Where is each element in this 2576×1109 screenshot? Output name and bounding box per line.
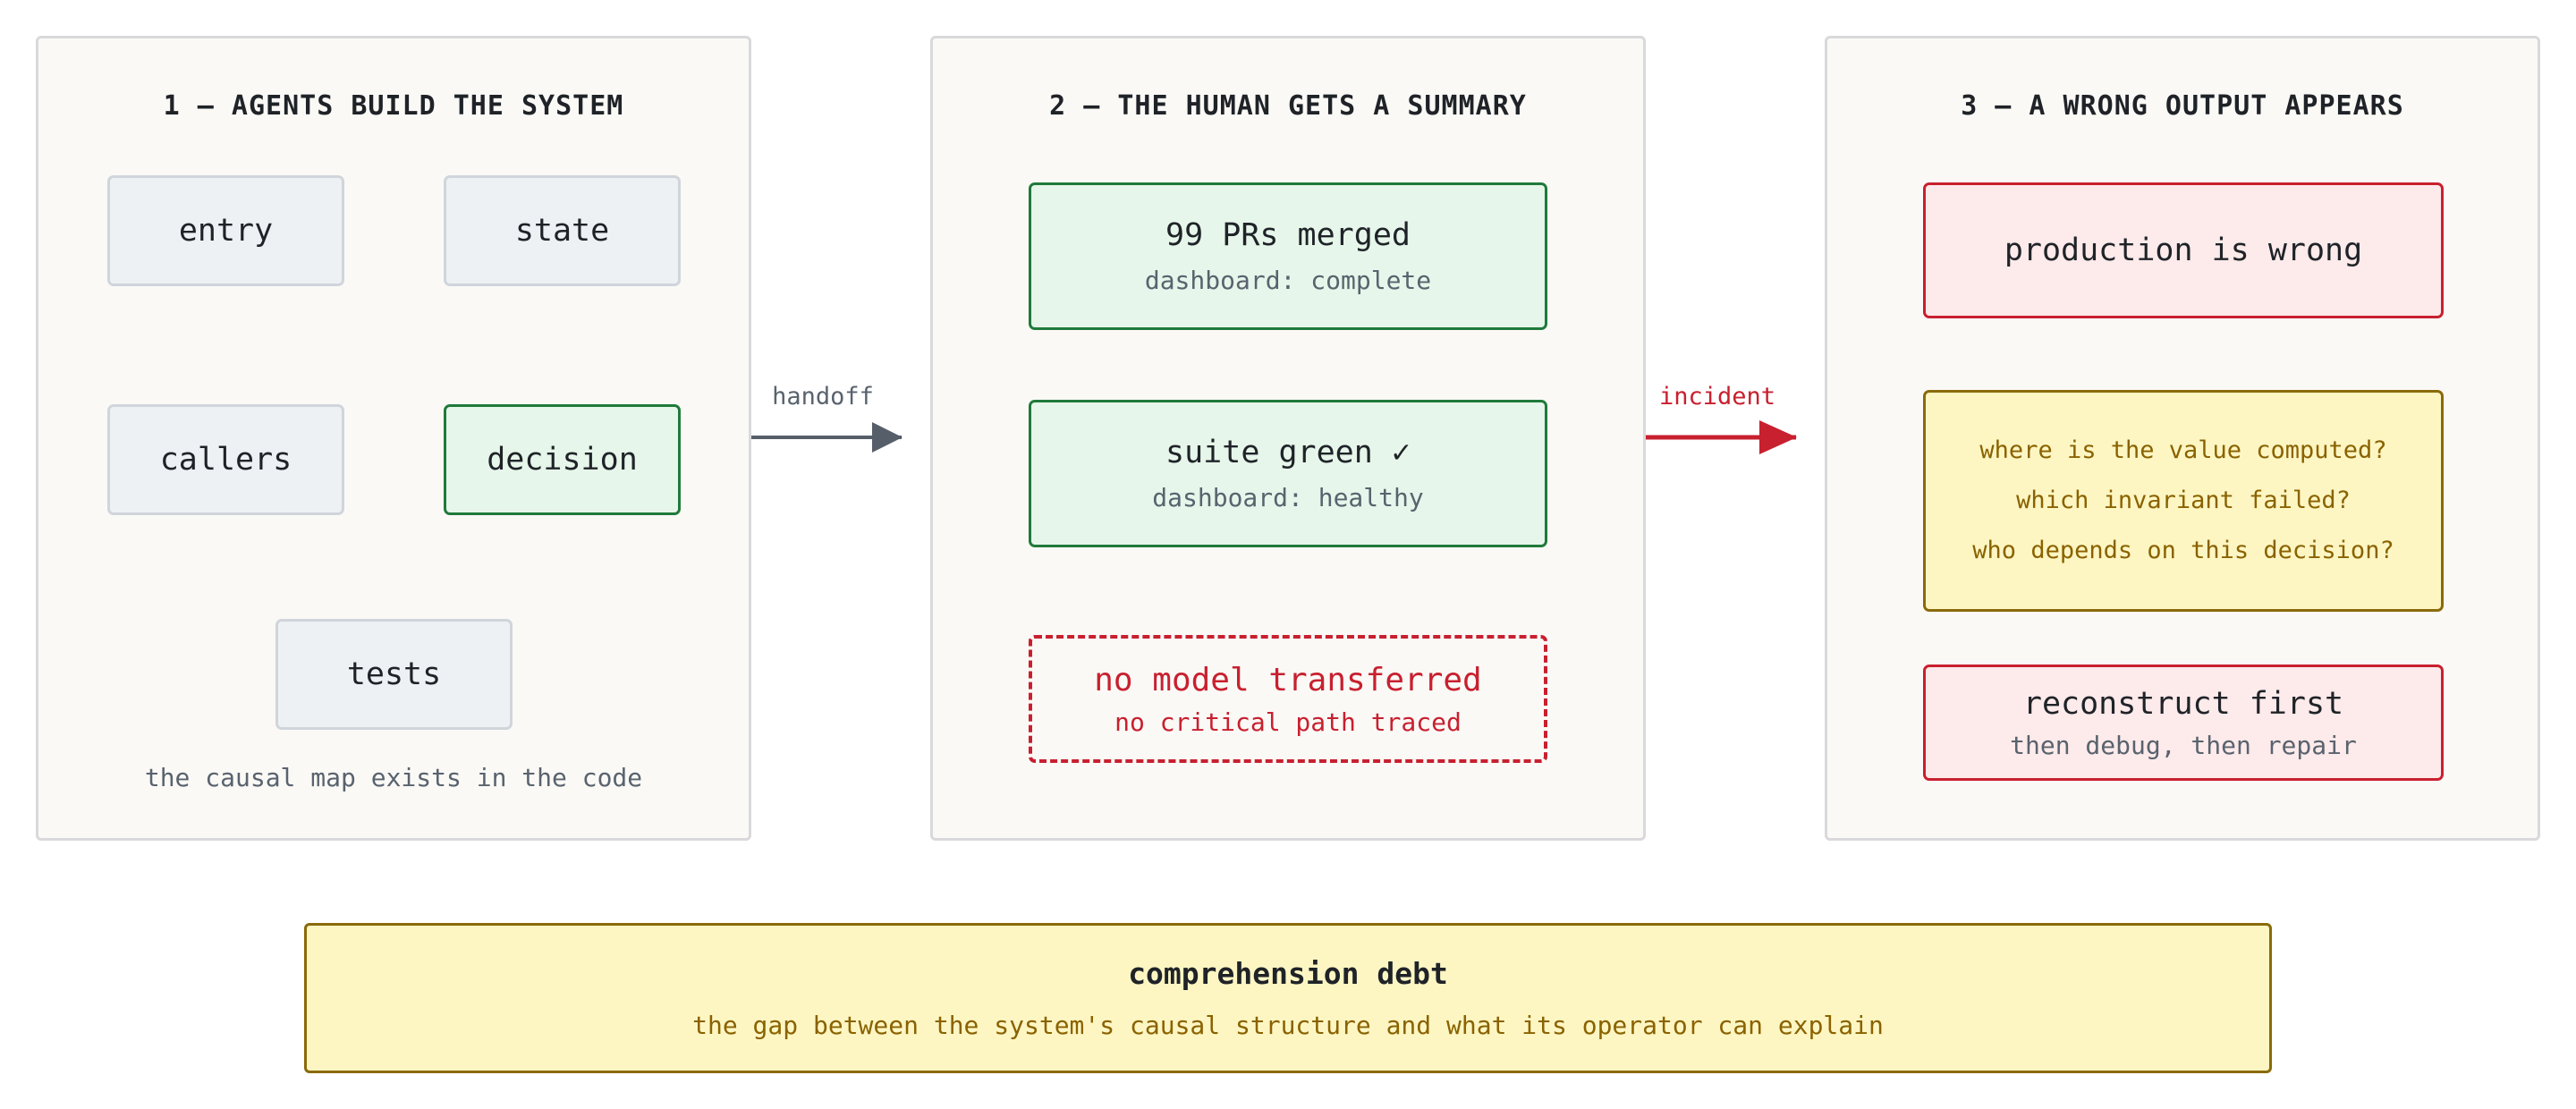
node-label: tests — [346, 656, 442, 692]
footer-title: comprehension debt — [1128, 956, 1448, 991]
box-title: production is wrong — [2004, 233, 2363, 268]
panel-title: 3 — A WRONG OUTPUT APPEARS — [1961, 90, 2404, 122]
question: which invariant failed? — [2016, 487, 2351, 514]
summary-suite-green: suite green ✓ dashboard: healthy — [1029, 400, 1547, 547]
reconstruct-box: reconstruct first then debug, then repai… — [1923, 665, 2444, 781]
node-state: state — [444, 175, 681, 286]
box-sub: then debug, then repair — [2010, 730, 2357, 760]
production-wrong-box: production is wrong — [1923, 182, 2444, 318]
node-entry: entry — [107, 175, 344, 286]
node-decision: decision — [444, 404, 681, 515]
panel-title: 2 — THE HUMAN GETS A SUMMARY — [1049, 90, 1527, 122]
box-title: reconstruct first — [2022, 685, 2344, 722]
node-label: callers — [159, 442, 292, 478]
summary-no-model: no model transferred no critical path tr… — [1029, 635, 1547, 763]
node-label: decision — [487, 442, 638, 478]
question: where is the value computed? — [1979, 436, 2387, 464]
questions-box: where is the value computed? which invar… — [1923, 390, 2444, 612]
incident-label: incident — [1658, 383, 1776, 411]
question: who depends on this decision? — [1972, 537, 2394, 564]
panel-title: 1 — AGENTS BUILD THE SYSTEM — [163, 90, 624, 122]
panel1-caption: the causal map exists in the code — [144, 763, 643, 792]
summary-title: suite green ✓ — [1165, 435, 1411, 470]
summary-title: no model transferred — [1094, 661, 1482, 698]
comprehension-debt-box: comprehension debt the gap between the s… — [304, 923, 2272, 1073]
node-label: entry — [178, 213, 274, 249]
handoff-label: handoff — [772, 383, 874, 411]
node-tests: tests — [275, 619, 513, 730]
summary-sub: dashboard: complete — [1144, 266, 1432, 295]
node-label: state — [514, 213, 610, 249]
summary-prs-merged: 99 PRs merged dashboard: complete — [1029, 182, 1547, 330]
node-callers: callers — [107, 404, 344, 515]
summary-sub: no critical path traced — [1114, 707, 1462, 737]
footer-sub: the gap between the system's causal stru… — [692, 1011, 1884, 1040]
summary-title: 99 PRs merged — [1165, 217, 1411, 253]
summary-sub: dashboard: healthy — [1152, 483, 1424, 512]
